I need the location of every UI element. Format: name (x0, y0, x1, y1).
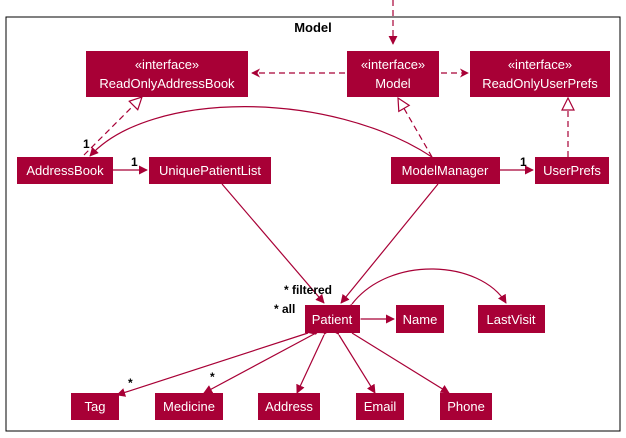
class-name-label: Model (375, 76, 411, 91)
modelmanager-to-addressbook (89, 106, 433, 158)
stereotype-label: «interface» (135, 57, 199, 72)
class-name-label: Medicine (163, 399, 215, 414)
class-name-label: Tag (85, 399, 106, 414)
class-email[interactable]: Email (356, 393, 404, 420)
class-readonlyuserprefs[interactable]: «interface» ReadOnlyUserPrefs (470, 51, 610, 97)
class-model[interactable]: «interface» Model (347, 51, 439, 97)
class-tag[interactable]: Tag (71, 393, 119, 420)
multiplicity-filtered: * filtered (284, 283, 332, 297)
class-phone[interactable]: Phone (440, 393, 492, 420)
multiplicity-tag: * (128, 376, 133, 390)
class-uniquepatientlist[interactable]: UniquePatientList (149, 157, 271, 184)
class-name-label: ModelManager (402, 163, 489, 178)
addressbook-realizes-readonlyaddressbook (83, 97, 142, 156)
patient-composes-medicine (203, 326, 329, 394)
multiplicity-medicine: * (210, 370, 215, 384)
patient-composes-lastvisit (343, 268, 507, 316)
patient-composes-address (296, 322, 331, 394)
class-name-label: AddressBook (26, 163, 104, 178)
class-name-label: Address (265, 399, 313, 414)
class-name-label: ReadOnlyAddressBook (99, 76, 235, 91)
package-title: Model (294, 20, 332, 35)
class-name-label: Patient (312, 312, 353, 327)
modelmanager-to-patient (340, 183, 439, 304)
multiplicity-all: * all (274, 302, 295, 316)
class-medicine[interactable]: Medicine (155, 393, 223, 420)
class-address[interactable]: Address (258, 393, 320, 420)
multiplicity-addressbook-uniquepatientlist: 1 (131, 155, 138, 169)
class-name-label: ReadOnlyUserPrefs (482, 76, 598, 91)
class-lastvisit[interactable]: LastVisit (478, 305, 545, 333)
class-userprefs[interactable]: UserPrefs (535, 157, 609, 184)
uniquepatientlist-to-patient (221, 183, 325, 304)
class-name-label: Name (403, 312, 438, 327)
multiplicity-modelmanager-addressbook: 1 (83, 137, 90, 151)
modelmanager-realizes-model (398, 98, 433, 158)
stereotype-label: «interface» (508, 57, 572, 72)
class-name-label: LastVisit (487, 312, 536, 327)
class-addressbook[interactable]: AddressBook (17, 157, 113, 184)
class-readonlyaddressbook[interactable]: «interface» ReadOnlyAddressBook (86, 51, 248, 97)
class-name-label: UserPrefs (543, 163, 601, 178)
class-modelmanager[interactable]: ModelManager (391, 157, 500, 184)
class-name[interactable]: Name (396, 305, 444, 333)
multiplicity-modelmanager-userprefs: 1 (520, 155, 527, 169)
model-package-frame (5, 16, 621, 432)
patient-composes-phone (340, 325, 450, 394)
class-patient[interactable]: Patient (305, 305, 360, 333)
class-name-label: Phone (447, 399, 485, 414)
class-name-label: UniquePatientList (159, 163, 261, 178)
patient-composes-tag (116, 327, 322, 397)
connectors (83, 68, 568, 397)
stereotype-label: «interface» (361, 57, 425, 72)
class-name-label: Email (364, 399, 397, 414)
